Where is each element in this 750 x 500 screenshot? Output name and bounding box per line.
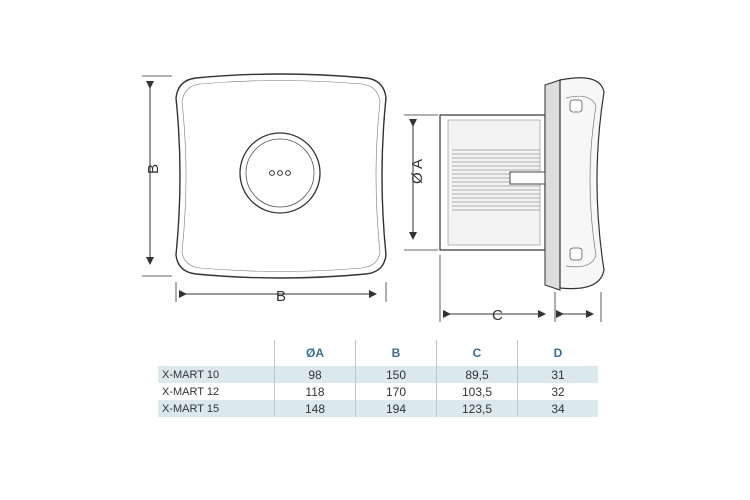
- front-view: [175, 73, 387, 279]
- value-a: 148: [274, 400, 356, 417]
- label-diameter-a: Ø A: [409, 159, 426, 184]
- label-b-vertical: B: [145, 164, 162, 174]
- value-c: 89,5: [436, 366, 518, 383]
- table-header-row: ØA B C D: [158, 340, 598, 366]
- dimension-b-vertical: B: [142, 75, 172, 277]
- value-b: 170: [355, 383, 437, 400]
- header-d: D: [517, 340, 598, 366]
- dimension-d: [556, 292, 602, 322]
- table-row: X-MART 12 118 170 103,5 32: [158, 383, 598, 400]
- value-b: 150: [355, 366, 437, 383]
- dimension-table: ØA B C D X-MART 10 98 150 89,5 31 X-MART…: [158, 340, 598, 417]
- value-d: 31: [517, 366, 598, 383]
- model-name: X-MART 12: [162, 385, 220, 398]
- value-d: 32: [517, 383, 598, 400]
- value-c: 123,5: [436, 400, 518, 417]
- header-a: ØA: [274, 340, 356, 366]
- label-c: C: [492, 307, 503, 324]
- dimension-b-horizontal: B: [175, 282, 387, 305]
- value-c: 103,5: [436, 383, 518, 400]
- model-name: X-MART 15: [158, 400, 275, 417]
- three-dots-icon: [269, 170, 291, 176]
- table-row: X-MART 15 148 194 123,5 34: [158, 400, 598, 417]
- header-c: C: [436, 340, 518, 366]
- label-b-horizontal: B: [276, 288, 286, 305]
- table-row: X-MART 10 98 150 89,5 31: [158, 366, 598, 383]
- dimension-diameter-a: Ø A: [404, 114, 438, 251]
- model-name: X-MART 10: [158, 366, 275, 383]
- value-d: 34: [517, 400, 598, 417]
- value-a: 98: [274, 366, 356, 383]
- side-view: [439, 77, 605, 291]
- technical-drawing: B B Ø A C: [142, 73, 605, 324]
- flange: [544, 79, 561, 291]
- value-b: 194: [355, 400, 437, 417]
- header-b: B: [355, 340, 437, 366]
- value-a: 118: [274, 383, 356, 400]
- dimension-c: C: [439, 255, 556, 324]
- front-button: [239, 132, 321, 214]
